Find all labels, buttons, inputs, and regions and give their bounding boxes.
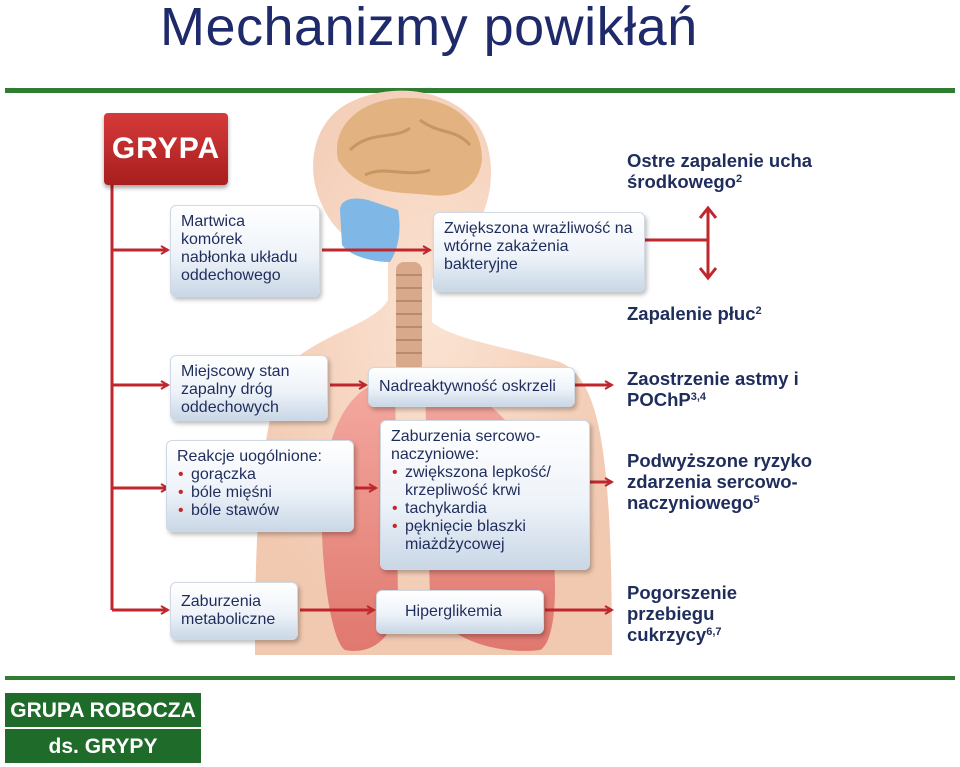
- page-title: Mechanizmy powikłań: [160, 0, 698, 57]
- effect-bronchial-hyperreactivity: Nadreaktywność oskrzeli: [368, 367, 575, 407]
- mechanism-metabolic: Zaburzenia metaboliczne: [170, 582, 298, 640]
- mechanism-epithelial-necrosis: Martwica komórek nabłonka układu oddecho…: [170, 205, 320, 297]
- connector-lines: [110, 185, 718, 610]
- influenza-source-label: GRYPA: [104, 113, 228, 185]
- working-group-logo: GRUPA ROBOCZA ds. GRYPY: [5, 693, 201, 763]
- outcome-pneumonia-text: Zapalenie płuc: [627, 303, 756, 324]
- outcome-cardio-risk-text: Podwyższone ryzyko zdarzenia sercowo-nac…: [627, 450, 813, 513]
- mechanism-local-inflammation-text: Miejscowy stan zapalny dróg oddechowych: [181, 363, 290, 416]
- outcome-otitis-ref: 2: [735, 173, 743, 185]
- logo-line-1: GRUPA ROBOCZA: [10, 699, 196, 722]
- mechanism-local-inflammation: Miejscowy stan zapalny dróg oddechowych: [170, 355, 328, 421]
- effect-hyperglycemia-text: Hiperglikemia: [405, 603, 502, 620]
- mechanism-epithelial-necrosis-text: Martwica komórek nabłonka układu oddecho…: [181, 213, 298, 284]
- outcome-asthma: Zaostrzenie astmy i POChP3,4: [627, 368, 817, 410]
- mechanism-metabolic-text: Zaburzenia metaboliczne: [181, 593, 276, 628]
- outcome-asthma-text: Zaostrzenie astmy i POChP: [627, 368, 799, 410]
- outcome-diabetes-text: Pogorszenie przebiegu cukrzycy: [627, 582, 737, 645]
- systemic-reactions-header: Reakcje uogólnione:: [177, 448, 322, 465]
- bottom-divider: [5, 676, 955, 680]
- effect-bronchial-hyperreactivity-text: Nadreaktywność oskrzeli: [379, 378, 556, 395]
- outcome-pneumonia: Zapalenie płuc2: [627, 303, 827, 324]
- trachea: [396, 262, 422, 372]
- outcome-diabetes-ref: 6,7: [706, 626, 722, 638]
- effect-bacterial-susceptibility-text: Zwiększona wrażliwość na wtórne zakażeni…: [444, 220, 633, 273]
- systemic-item: bóle mięśni: [178, 484, 343, 502]
- outcome-otitis: Ostre zapalenie ucha środkowego2: [627, 150, 827, 192]
- outcome-pneumonia-ref: 2: [755, 305, 762, 317]
- cardiovascular-item: pęknięcie blaszki miażdżycowej: [392, 518, 579, 554]
- mechanism-systemic-reactions: Reakcje uogólnione: gorączka bóle mięśni…: [166, 440, 354, 532]
- top-divider: [5, 88, 955, 93]
- logo-separator: [5, 727, 201, 729]
- outcome-diabetes: Pogorszenie przebiegu cukrzycy6,7: [627, 582, 757, 645]
- outcome-cardio-risk: Podwyższone ryzyko zdarzenia sercowo-nac…: [627, 450, 842, 513]
- outcome-asthma-ref: 3,4: [690, 391, 707, 403]
- nasal-cavity: [340, 198, 400, 262]
- cardiovascular-item: tachykardia: [392, 500, 579, 518]
- systemic-item: gorączka: [178, 466, 343, 484]
- outcome-otitis-text: Ostre zapalenie ucha środkowego: [627, 150, 813, 192]
- effect-hyperglycemia: Hiperglikemia: [376, 590, 544, 634]
- outcome-cardio-risk-ref: 5: [753, 494, 760, 506]
- effect-cardiovascular: Zaburzenia sercowo-naczyniowe: zwiększon…: [380, 420, 590, 570]
- effect-bacterial-susceptibility: Zwiększona wrażliwość na wtórne zakażeni…: [433, 212, 645, 292]
- cardiovascular-header: Zaburzenia sercowo-naczyniowe:: [391, 428, 541, 463]
- cardiovascular-item: zwiększona lepkość/ krzepliwość krwi: [392, 464, 579, 500]
- logo-line-2: ds. GRYPY: [48, 735, 158, 758]
- systemic-item: bóle stawów: [178, 502, 343, 520]
